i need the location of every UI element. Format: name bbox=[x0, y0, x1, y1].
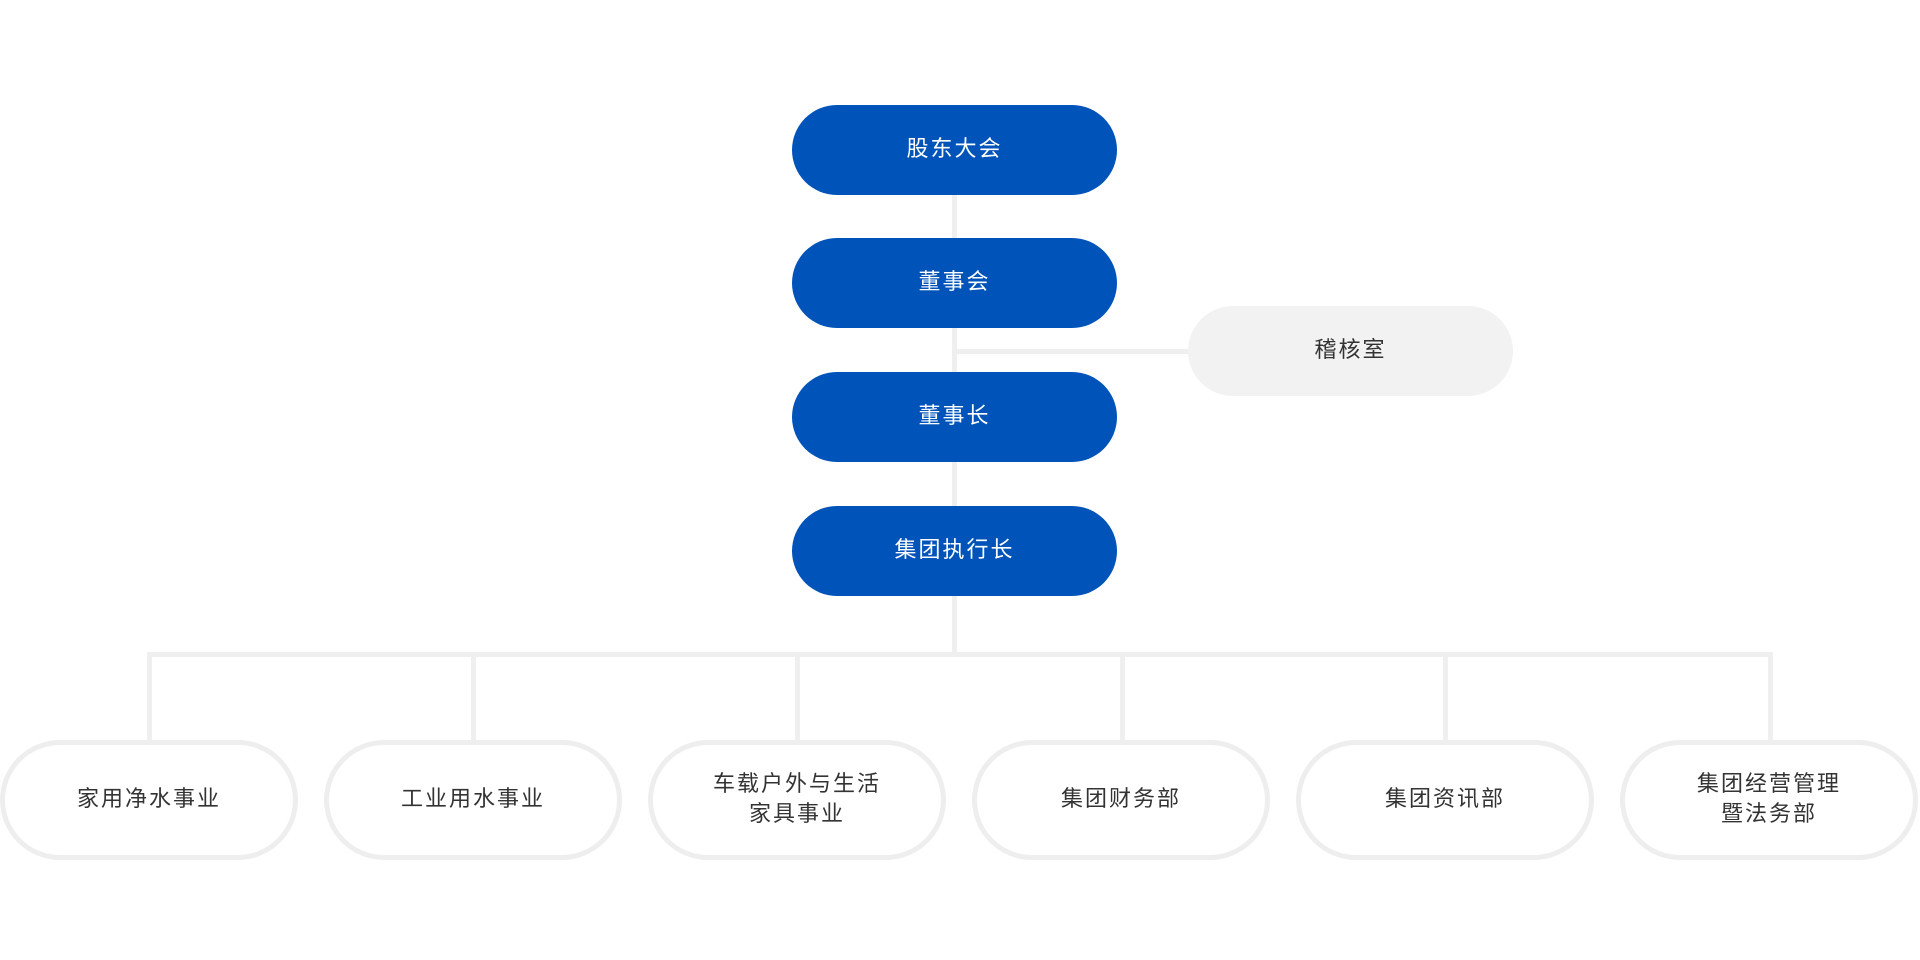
node-label-line1: 家用净水事业 bbox=[76, 787, 221, 812]
node-audit-office: 稽核室 bbox=[1188, 306, 1513, 396]
node-unit-vehicle-outdoor-living: 车载户外与生活 家具事业 bbox=[648, 740, 946, 860]
node-label-block: 集团资讯部 bbox=[1385, 785, 1505, 815]
node-label: 董事会 bbox=[918, 270, 991, 295]
unit-drop-connector bbox=[1768, 652, 1773, 742]
node-unit-group-finance: 集团财务部 bbox=[972, 740, 1270, 860]
unit-drop-connector bbox=[471, 652, 476, 742]
node-label-line1: 集团资讯部 bbox=[1384, 787, 1505, 812]
node-label: 集团执行长 bbox=[894, 538, 1015, 563]
node-label: 股东大会 bbox=[906, 137, 1003, 162]
node-label-line2: 暨法务部 bbox=[1720, 802, 1817, 827]
node-label-block: 家用净水事业 bbox=[77, 785, 221, 815]
node-label: 董事长 bbox=[918, 404, 991, 429]
node-label-block: 工业用水事业 bbox=[401, 785, 545, 815]
node-label-block: 车载户外与生活 家具事业 bbox=[713, 770, 881, 830]
node-shareholders-meeting: 股东大会 bbox=[792, 105, 1117, 195]
node-label-line1: 集团财务部 bbox=[1060, 787, 1181, 812]
node-label-line2: 家具事业 bbox=[748, 802, 845, 827]
unit-drop-connector bbox=[1120, 652, 1125, 742]
node-label-line1: 工业用水事业 bbox=[400, 787, 545, 812]
bottom-horizontal-connector bbox=[147, 652, 1773, 657]
node-chairman: 董事长 bbox=[792, 372, 1117, 462]
node-label: 稽核室 bbox=[1314, 338, 1387, 363]
node-label-line1: 车载户外与生活 bbox=[712, 772, 881, 797]
unit-drop-connector bbox=[795, 652, 800, 742]
side-office-connector bbox=[957, 349, 1188, 354]
node-board-of-directors: 董事会 bbox=[792, 238, 1117, 328]
node-group-ceo: 集团执行长 bbox=[792, 506, 1117, 596]
node-unit-group-management-legal: 集团经营管理 暨法务部 bbox=[1620, 740, 1918, 860]
unit-drop-connector bbox=[1443, 652, 1448, 742]
node-unit-household-water: 家用净水事业 bbox=[0, 740, 298, 860]
node-label-block: 集团财务部 bbox=[1061, 785, 1181, 815]
unit-drop-connector bbox=[147, 652, 152, 742]
node-label-block: 集团经营管理 暨法务部 bbox=[1697, 770, 1841, 830]
node-label-line1: 集团经营管理 bbox=[1696, 772, 1841, 797]
node-unit-group-it: 集团资讯部 bbox=[1296, 740, 1594, 860]
node-unit-industrial-water: 工业用水事业 bbox=[324, 740, 622, 860]
